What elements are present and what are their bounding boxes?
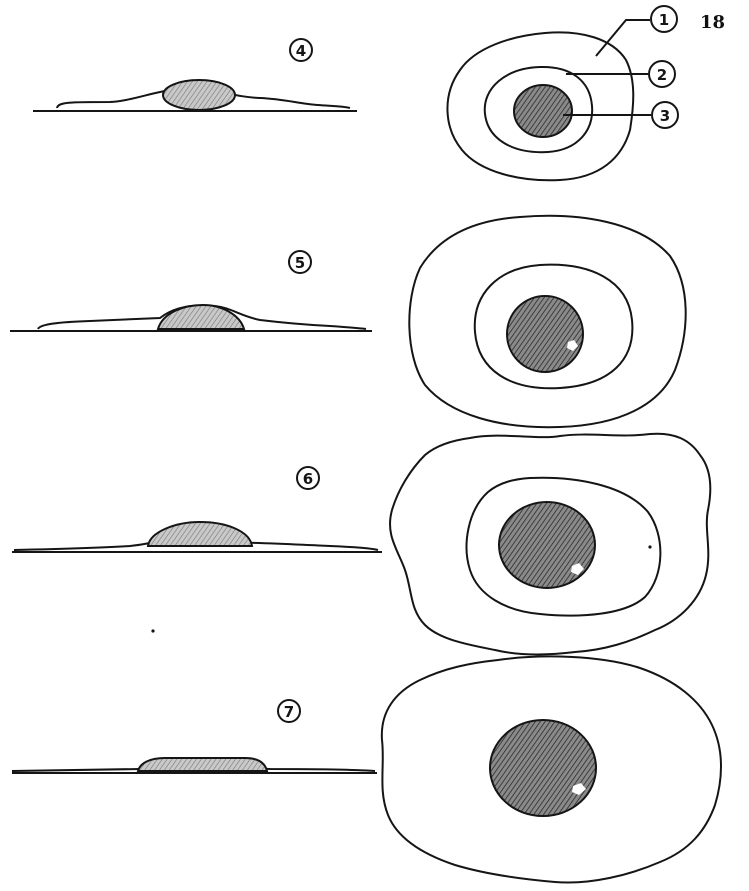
scan-speck [151,629,154,632]
stage-label-5: 5 [289,251,311,273]
nucleus-top-5 [507,296,583,372]
stage-label-7-text: 7 [284,703,294,721]
stage-label-4: 4 [290,39,312,61]
side-view-4 [33,80,357,111]
nucleus-top-4 [514,85,572,137]
stage-label-4-text: 4 [296,42,306,60]
top-view-7 [382,656,721,882]
stage-label-6: 6 [297,467,319,489]
stage-4: 4 1 2 [33,6,678,180]
granule-dot-6 [648,545,651,548]
nucleus-profile-7 [138,758,267,771]
side-view-7 [12,758,377,773]
callout-1: 1 [651,6,677,32]
stage-label-7: 7 [278,700,300,722]
nucleus-profile-5 [158,305,244,329]
nucleus-profile-6 [148,522,252,546]
side-view-6 [12,522,382,552]
side-view-5 [10,305,372,331]
callout-2-text: 2 [657,66,667,84]
nucleus-top-7 [490,720,596,816]
callout-1-text: 1 [659,11,669,29]
top-view-4 [447,32,633,180]
stage-label-6-text: 6 [303,470,313,488]
stage-label-5-text: 5 [295,254,305,272]
top-view-6 [390,434,710,655]
stage-6: 6 [12,434,710,655]
callout-3: 3 [652,102,678,128]
nucleus-top-6 [499,502,595,588]
stage-7: 7 [12,656,721,882]
stage-5: 5 [10,216,686,427]
callout-2: 2 [649,61,675,87]
callout-3-text: 3 [660,107,670,125]
nucleus-profile-4 [163,80,235,110]
top-view-5 [409,216,685,427]
